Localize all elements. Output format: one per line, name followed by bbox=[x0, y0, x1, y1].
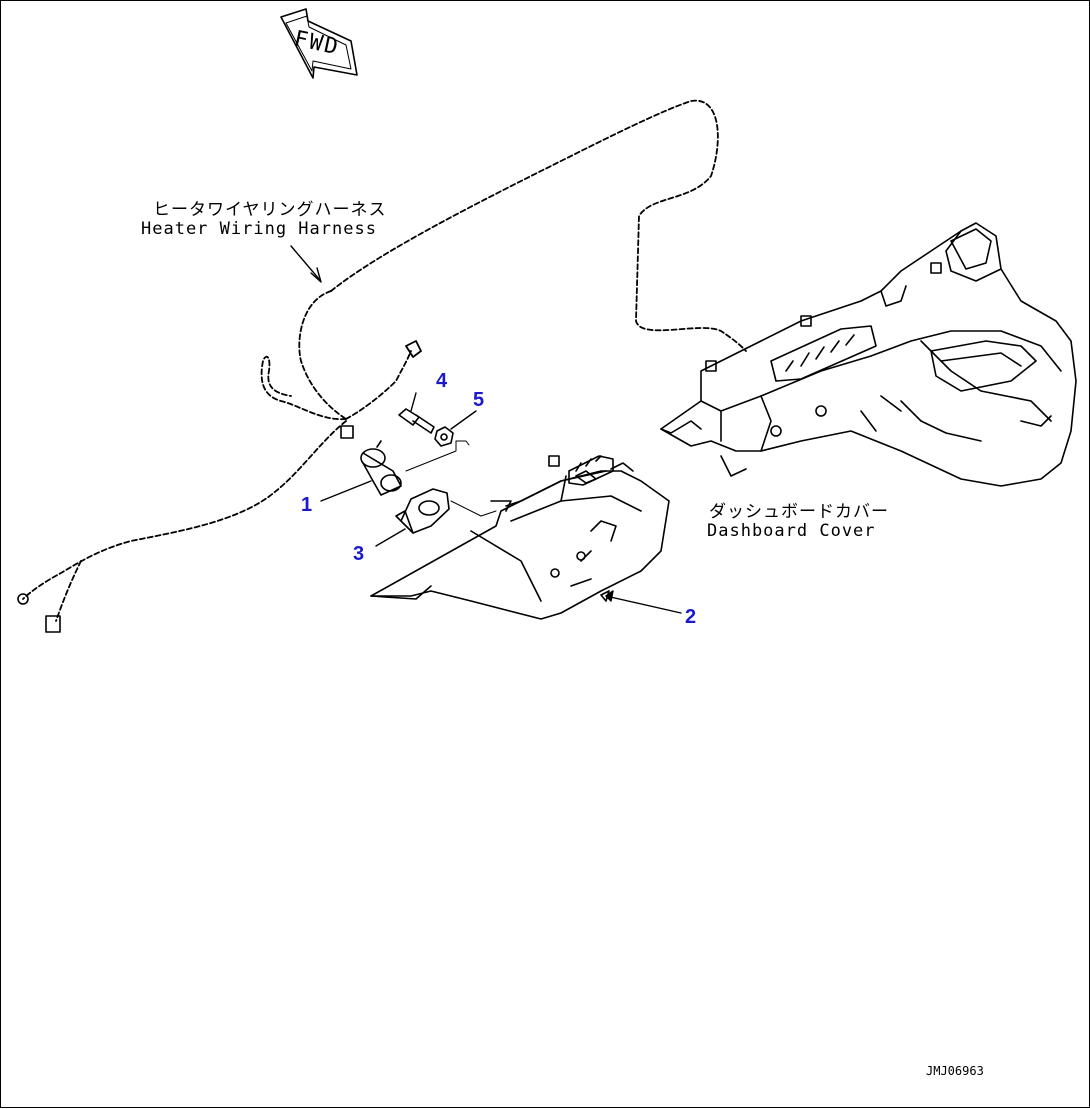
dashboard-cover-body bbox=[660, 222, 1077, 487]
fwd-arrow-icon bbox=[280, 8, 358, 79]
part-1-sensor bbox=[360, 440, 402, 496]
part-number-3: 3 bbox=[353, 543, 365, 565]
part-3-bracket bbox=[395, 488, 450, 534]
lower-console-panel bbox=[370, 455, 670, 620]
heater-wiring-harness bbox=[22, 99, 747, 622]
part-number-2: 2 bbox=[685, 606, 697, 628]
harness-leader-line bbox=[290, 245, 322, 283]
drawing-code: JMJ06963 bbox=[926, 1064, 984, 1078]
part-4-bolt bbox=[398, 408, 435, 434]
dashboard-label-en: Dashboard Cover bbox=[707, 521, 876, 541]
part-number-5: 5 bbox=[473, 389, 485, 411]
part-number-leaders bbox=[320, 392, 682, 614]
part-5-nut bbox=[434, 426, 454, 447]
assembly-guide-lines bbox=[405, 440, 497, 517]
dashboard-label-jp: ダッシュボードカバー bbox=[709, 502, 889, 522]
part-number-4: 4 bbox=[436, 370, 448, 392]
harness-connector-icon bbox=[17, 425, 354, 633]
harness-label-jp: ヒータワイヤリングハーネス bbox=[153, 200, 387, 220]
harness-label-en: Heater Wiring Harness bbox=[141, 219, 377, 239]
part-number-1: 1 bbox=[301, 494, 313, 516]
